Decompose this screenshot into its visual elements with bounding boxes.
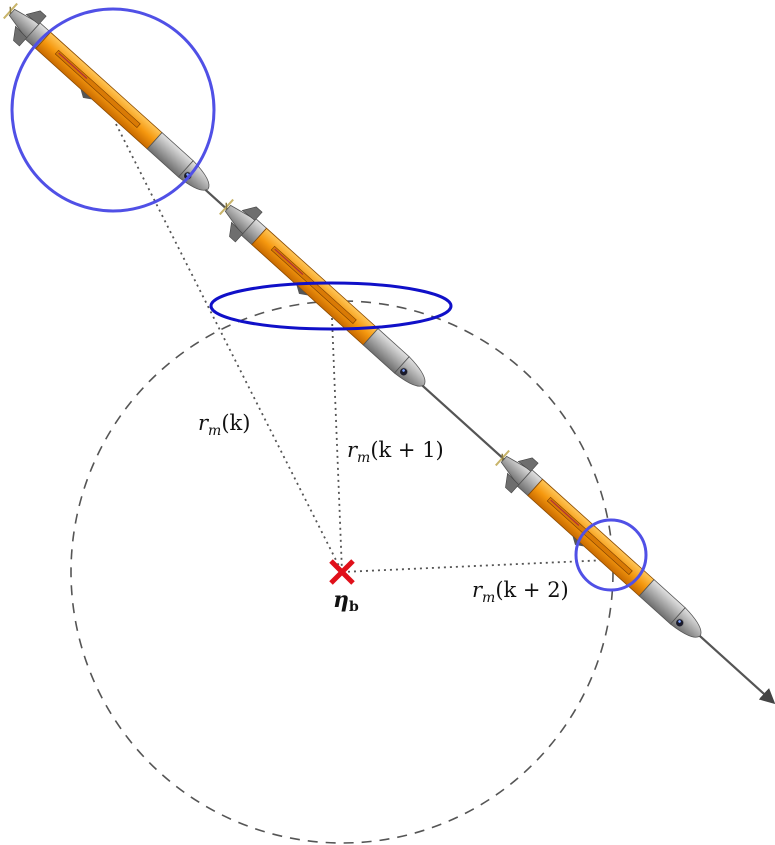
label-r-k1: rm(k + 1)	[347, 438, 444, 466]
beacon-marker-icon	[329, 559, 355, 585]
range-line-k	[115, 123, 343, 573]
label-r-k2: rm(k + 2)	[472, 578, 569, 606]
uncertainty-circle-k2	[574, 518, 648, 592]
range-line-k2	[341, 559, 609, 573]
auv-k1	[209, 189, 439, 401]
label-eta-b: ηb	[333, 587, 359, 615]
uncertainty-circle-k	[10, 7, 216, 213]
label-r-k: rm(k)	[198, 411, 250, 439]
range-line-k1	[331, 317, 343, 573]
auv-k2	[485, 440, 715, 652]
uncertainty-ellipse-k1	[209, 281, 453, 331]
